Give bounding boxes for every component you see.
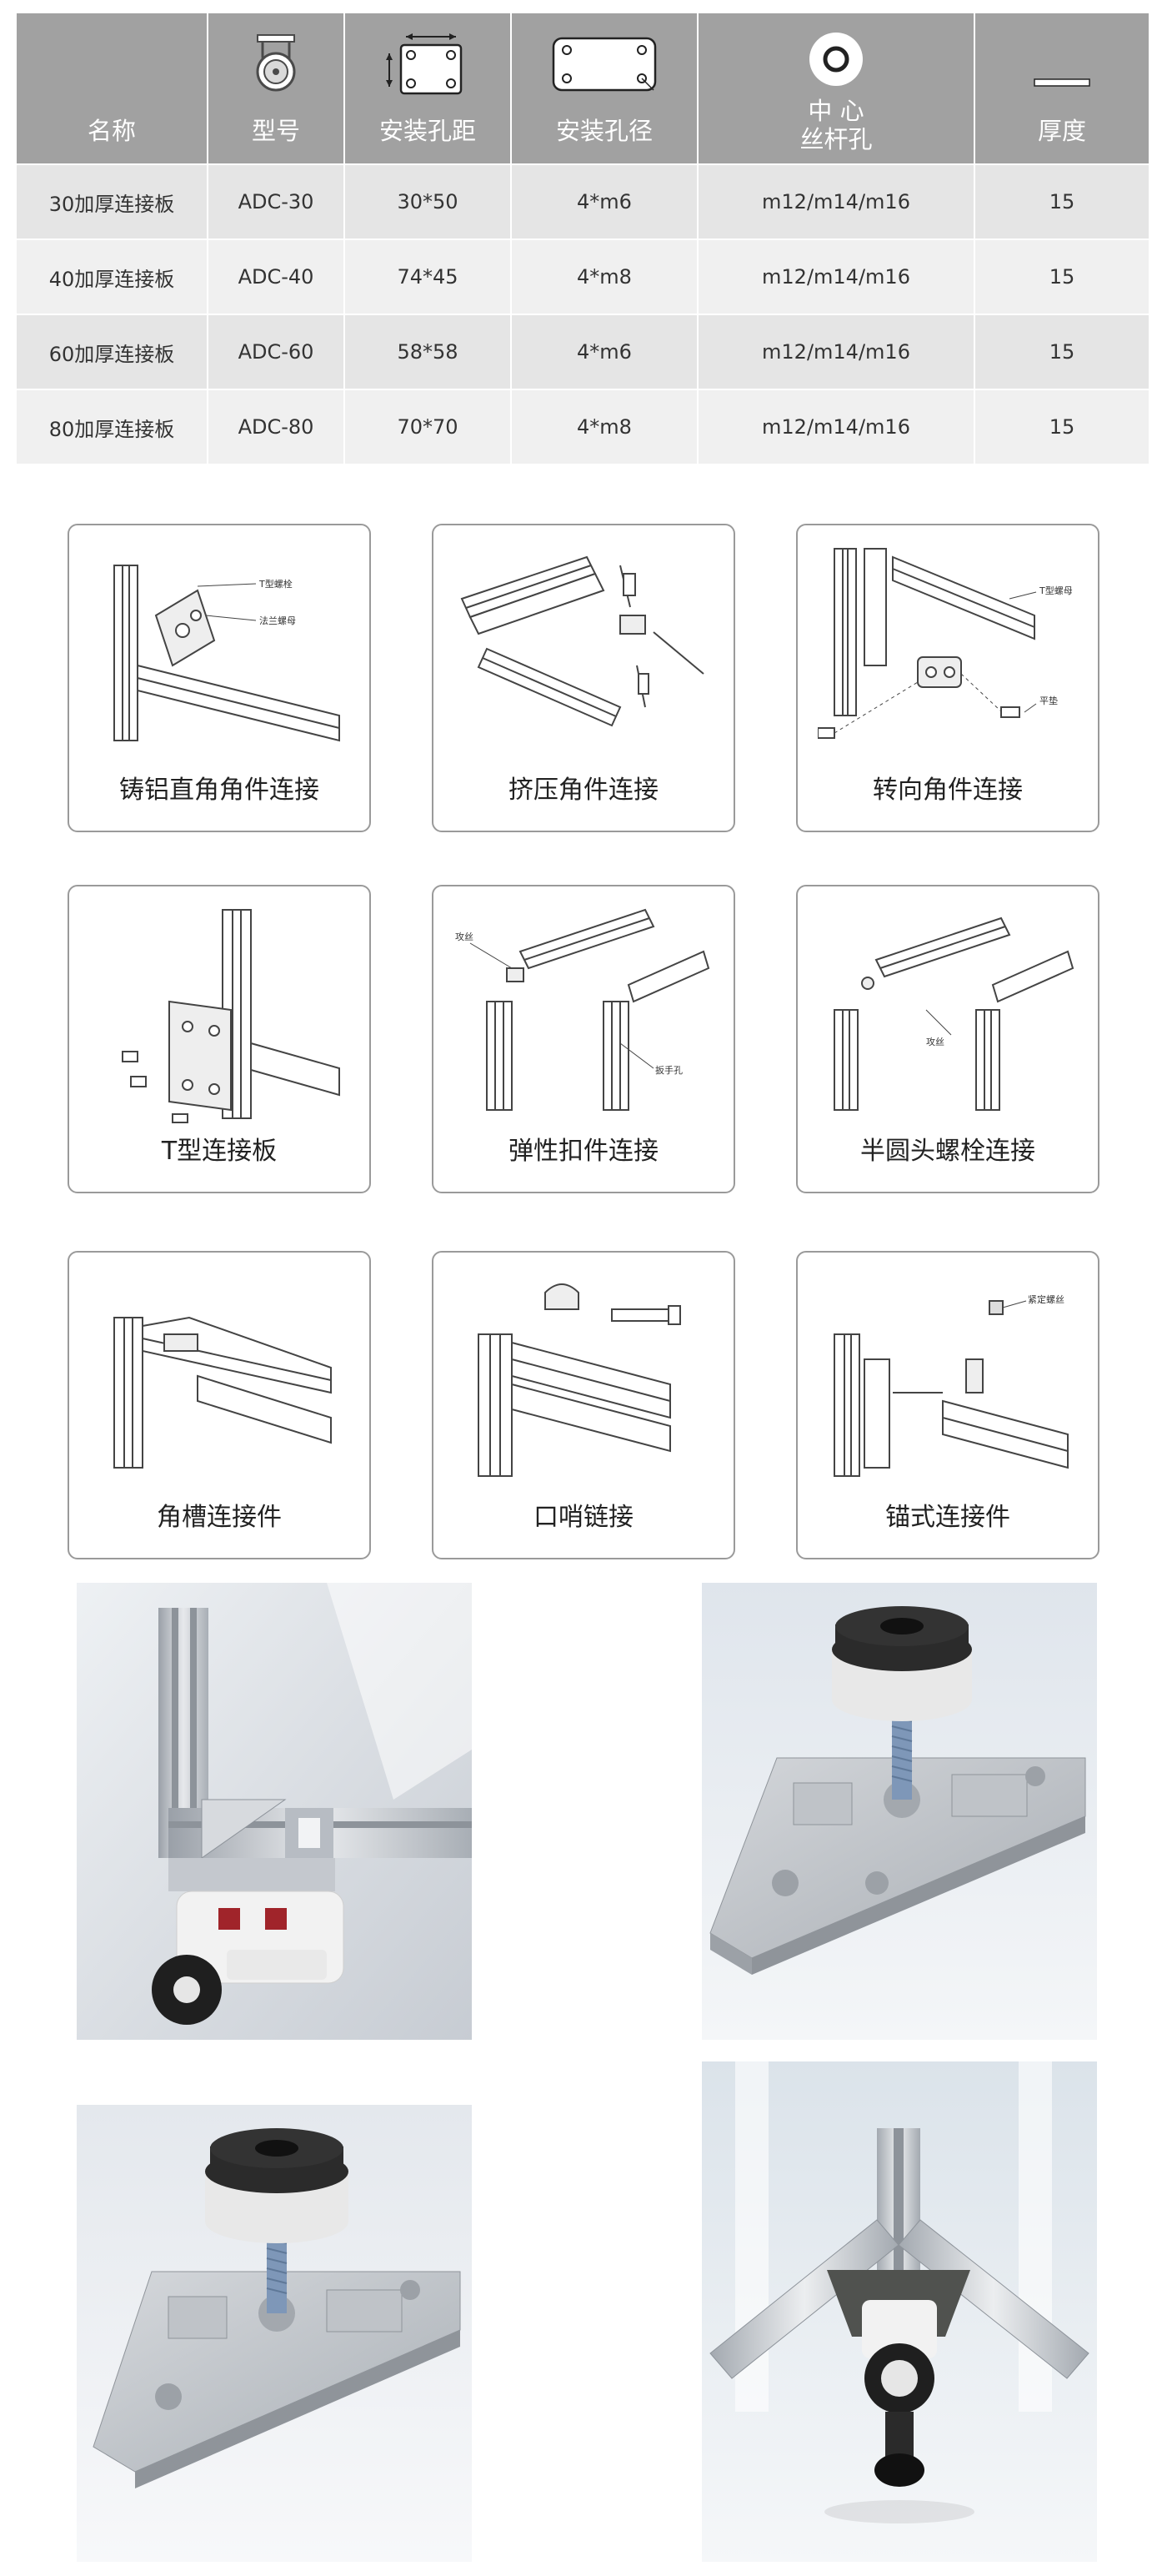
t-plate-diagram [122, 909, 340, 1123]
leveling-foot-image [77, 2105, 472, 2562]
photo-leveling-foot-plate-1 [702, 1583, 1097, 2040]
callout-label: 平垫 [1039, 695, 1058, 706]
cell-center-hole: m12/m14/m16 [699, 240, 975, 314]
round-head-bolt-diagram: 攻丝 [834, 916, 1074, 1111]
header-center-line1: 中 心 [808, 97, 864, 125]
cell-thickness: 15 [1049, 340, 1075, 364]
cell-hole-distance: 58*58 [345, 315, 512, 389]
header-hole-distance: 安装孔距 [345, 13, 512, 163]
callout-label: T型螺栓 [258, 578, 293, 590]
hole-distance-icon [386, 33, 463, 95]
cell-hole-distance: 74*45 [345, 240, 512, 314]
connection-card-cast-aluminum-corner: T型螺栓 法兰螺母 铸铝直角角件连接 [68, 524, 371, 832]
connection-card-steering-corner: T型螺母 平垫 转向角件连接 [796, 524, 1099, 832]
cell-center-hole: m12/m14/m16 [699, 315, 975, 389]
connection-caption: 转向角件连接 [873, 776, 1023, 805]
cell-thickness: 15 [1049, 190, 1075, 213]
header-model-label: 型号 [251, 117, 300, 145]
connection-caption: 挤压角件连接 [508, 776, 659, 805]
table-header: 名称 型号 [17, 13, 1149, 163]
callout-label: 扳手孔 [655, 1064, 683, 1076]
connection-card-extruded-corner: 挤压角件连接 [432, 524, 735, 832]
caster-corner-image [702, 2061, 1097, 2562]
header-name-label: 名称 [87, 117, 136, 145]
connection-card-elastic-fastener: 攻丝 扳手孔 弹性扣件连接 [432, 885, 735, 1193]
cell-model: ADC-40 [208, 240, 345, 314]
connection-caption: 角槽连接件 [157, 1503, 282, 1532]
corner-slot-diagram [113, 1316, 332, 1469]
connection-card-round-head-bolt: 攻丝 半圆头螺栓连接 [796, 885, 1099, 1193]
cast-corner-diagram: T型螺栓 法兰螺母 [113, 565, 340, 742]
leveling-foot-image [702, 1583, 1097, 2040]
table-row: 80加厚连接板 ADC-80 70*70 4*m8 m12/m14/m16 15 [17, 389, 1149, 464]
photo-caster-under-profile [77, 1583, 472, 2040]
cell-hole-distance: 30*50 [345, 165, 512, 239]
header-hole-diameter-label: 安装孔径 [555, 117, 653, 145]
connection-card-corner-slot: 角槽连接件 [68, 1251, 371, 1559]
cell-center-hole: m12/m14/m16 [699, 165, 975, 239]
thickness-bar-icon [1034, 78, 1090, 87]
connection-caption: 铸铝直角角件连接 [119, 776, 319, 805]
cell-hole-diameter: 4*m8 [512, 390, 699, 464]
caster-wheel-icon [256, 34, 296, 92]
header-hole-diameter: 安装孔径 [512, 13, 699, 163]
connection-card-anchor: 紧定螺丝 锚式连接件 [796, 1251, 1099, 1559]
header-hole-distance-label: 安装孔距 [378, 117, 476, 145]
callout-label: 紧定螺丝 [1028, 1293, 1064, 1305]
cell-center-hole: m12/m14/m16 [699, 390, 975, 464]
cell-hole-diameter: 4*m6 [512, 315, 699, 389]
extruded-corner-diagram [460, 555, 704, 727]
table-row: 30加厚连接板 ADC-30 30*50 4*m6 m12/m14/m16 15 [17, 163, 1149, 239]
header-thickness: 厚度 [975, 13, 1149, 163]
cell-hole-diameter: 4*m6 [512, 165, 699, 239]
cell-name: 40加厚连接板 [17, 240, 208, 314]
header-center-line2: 丝杆孔 [799, 125, 873, 153]
connection-caption: 弹性扣件连接 [508, 1137, 659, 1166]
cell-name: 80加厚连接板 [17, 390, 208, 464]
cell-thickness: 15 [1049, 265, 1075, 289]
cell-model: ADC-80 [208, 390, 345, 464]
header-thickness-label: 厚度 [1037, 117, 1086, 145]
photo-caster-corner-bracket [702, 2061, 1097, 2562]
whistle-link-diagram [478, 1283, 681, 1477]
callout-label: 法兰螺母 [259, 615, 296, 626]
cell-hole-distance: 70*70 [345, 390, 512, 464]
steering-corner-diagram: T型螺母 平垫 [818, 548, 1073, 739]
anchor-connector-diagram: 紧定螺丝 [834, 1293, 1069, 1477]
connection-card-whistle-link: 口哨链接 [432, 1251, 735, 1559]
connection-caption: 口哨链接 [533, 1503, 634, 1532]
table-row: 40加厚连接板 ADC-40 74*45 4*m8 m12/m14/m16 15 [17, 239, 1149, 314]
cell-name: 30加厚连接板 [17, 165, 208, 239]
cell-model: ADC-30 [208, 165, 345, 239]
cell-hole-diameter: 4*m8 [512, 240, 699, 314]
elastic-fastener-diagram: 攻丝 扳手孔 [455, 908, 710, 1111]
connection-caption: T型连接板 [161, 1137, 278, 1166]
callout-label: 攻丝 [455, 931, 473, 942]
center-hole-icon [809, 33, 863, 86]
header-center-hole-label: 中 心 丝杆孔 [699, 97, 974, 153]
hole-diameter-icon [552, 37, 657, 92]
connection-card-t-plate: T型连接板 [68, 885, 371, 1193]
header-name: 名称 [17, 13, 208, 163]
photo-leveling-foot-plate-2 [77, 2105, 472, 2562]
connection-caption: 锚式连接件 [885, 1503, 1010, 1532]
table-row: 60加厚连接板 ADC-60 58*58 4*m6 m12/m14/m16 15 [17, 314, 1149, 389]
caster-assembly-image [77, 1583, 472, 2040]
cell-name: 60加厚连接板 [17, 315, 208, 389]
header-model: 型号 [208, 13, 345, 163]
cell-model: ADC-60 [208, 315, 345, 389]
callout-label: 攻丝 [926, 1036, 944, 1047]
header-center-hole: 中 心 丝杆孔 [699, 13, 975, 163]
spec-table: 名称 型号 [17, 13, 1149, 464]
callout-label: T型螺母 [1039, 585, 1073, 596]
cell-thickness: 15 [1049, 415, 1075, 439]
connection-caption: 半圆头螺栓连接 [860, 1137, 1035, 1166]
